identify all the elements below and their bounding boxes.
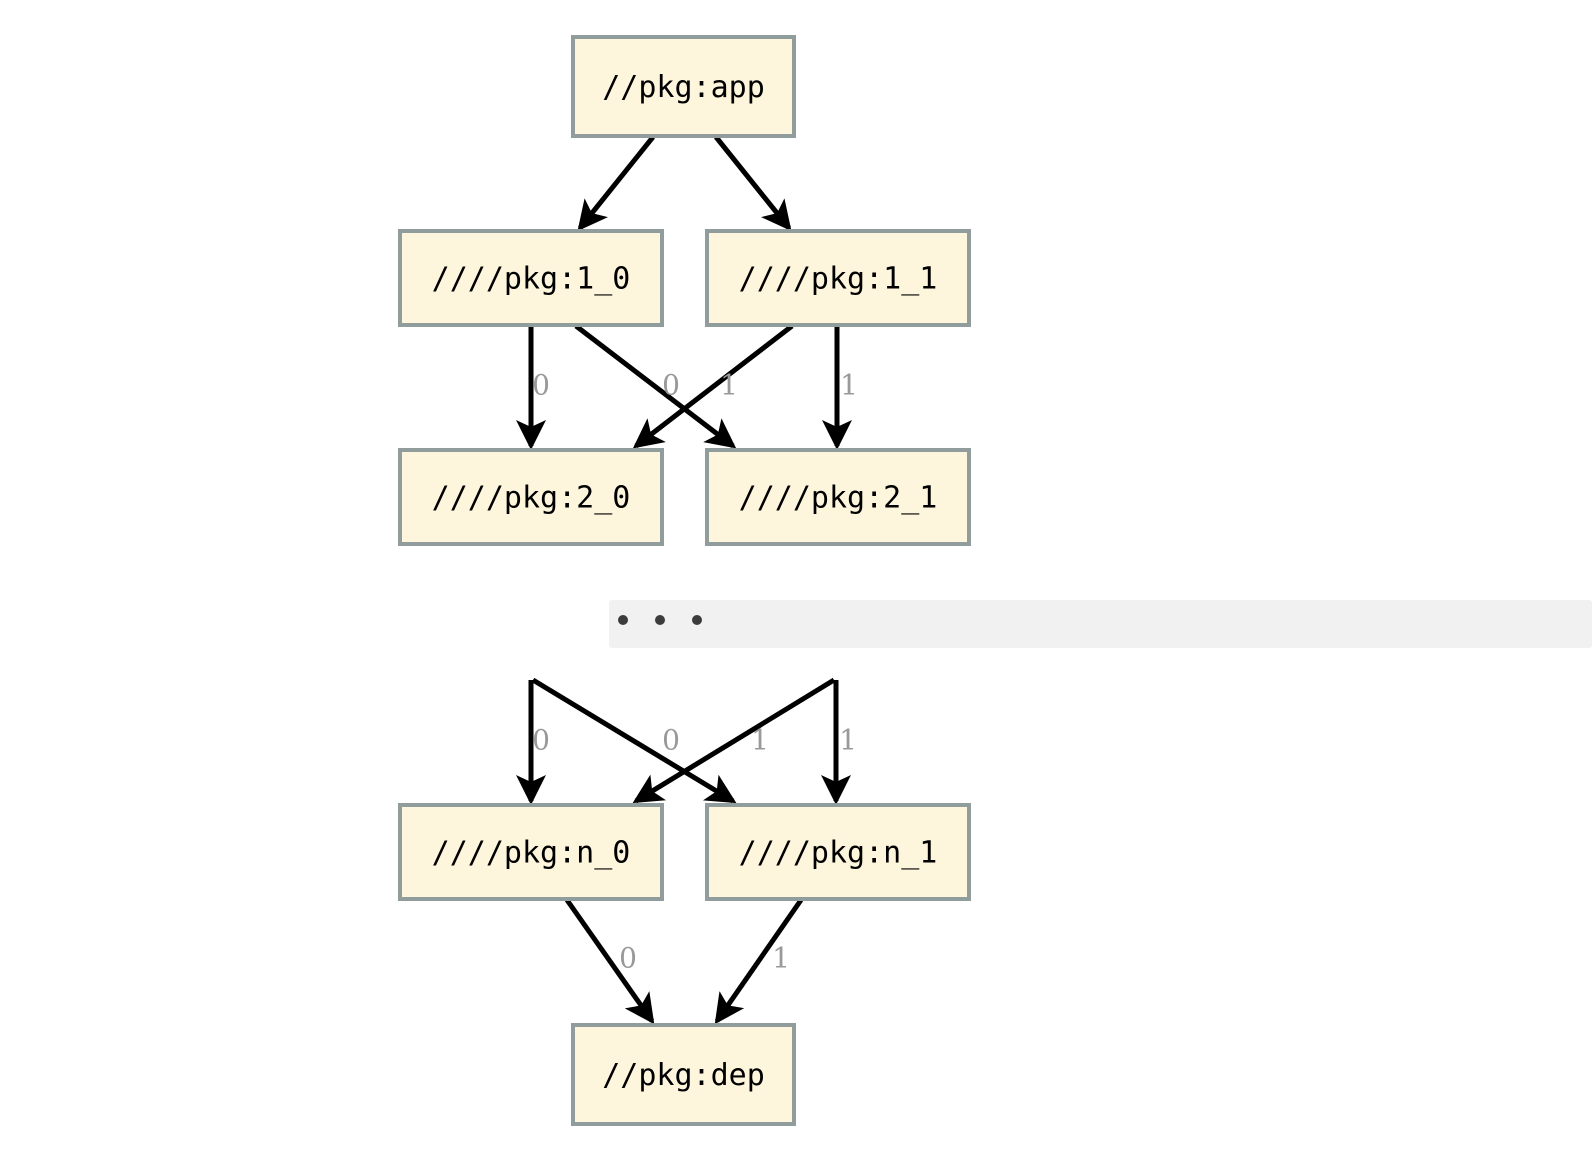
node-label: ////pkg:n_1 [739,836,938,871]
graph-node-n2_1[interactable]: ////pkg:2_1 [705,448,971,546]
ellipsis-separator [609,600,1592,648]
graph-edge [714,135,792,232]
ellipsis-dot [655,615,665,625]
edge-arrow [632,324,794,449]
graph-edge: 1 [822,326,858,451]
graph-edge: 0 [531,677,737,804]
node-box[interactable] [571,35,796,138]
ellipsis-dot [618,615,628,625]
ellipsis-dot [692,615,702,625]
edge-label: 1 [772,942,790,975]
edge-arrow [574,324,737,449]
node-box[interactable] [398,229,664,327]
edge-arrow [714,898,804,1025]
graph-node-n1_0[interactable]: ////pkg:1_0 [398,229,664,327]
node-box[interactable] [705,803,971,901]
edge-label: 0 [662,369,680,402]
node-box[interactable] [398,448,664,546]
edge-arrow [531,677,737,804]
node-label: ////pkg:1_1 [739,262,938,297]
edge-label: 1 [839,724,857,757]
edge-arrow [564,898,655,1025]
graph-edge [577,135,655,232]
graph-node-n2_0[interactable]: ////pkg:2_0 [398,448,664,546]
node-label: //pkg:app [602,70,765,105]
edge-arrow [632,677,836,804]
graph-edge: 1 [632,677,836,804]
edge-label: 1 [720,369,738,402]
ellipsis-band [609,600,1592,648]
edge-layer: 0 0 1 1 0 0 1 1 0 1 [516,135,858,1025]
graph-node-n1_1[interactable]: ////pkg:1_1 [705,229,971,327]
graph-edge: 1 [821,680,857,806]
edge-label: 0 [619,942,637,975]
edge-arrow [577,135,655,232]
graph-node-nn_0[interactable]: ////pkg:n_0 [398,803,664,901]
node-label: ////pkg:1_0 [432,262,631,297]
node-label: ////pkg:n_0 [432,836,631,871]
edge-label: 0 [532,724,550,757]
graph-node-app[interactable]: //pkg:app [571,35,796,138]
node-label: //pkg:dep [602,1058,765,1093]
edge-label: 0 [662,724,680,757]
node-box[interactable] [705,229,971,327]
edge-arrow [714,135,792,232]
node-label: ////pkg:2_0 [432,481,631,516]
edge-label: 0 [532,369,550,402]
node-box[interactable] [705,448,971,546]
edge-label: 1 [751,724,769,757]
graph-edge: 0 [574,324,737,449]
graph-node-nn_1[interactable]: ////pkg:n_1 [705,803,971,901]
graph-edge: 0 [516,326,550,451]
edge-label: 1 [840,369,858,402]
node-box[interactable] [571,1023,796,1126]
node-layer: //pkg:app ////pkg:1_0 ////pkg:1_1 ////pkg:2… [398,35,971,1126]
node-box[interactable] [398,803,664,901]
graph-edge: 1 [714,898,804,1025]
node-label: ////pkg:2_1 [739,481,938,516]
graph-edge: 0 [516,680,550,806]
graph-node-dep[interactable]: //pkg:dep [571,1023,796,1126]
graph-edge: 1 [632,324,794,449]
graph-edge: 0 [564,898,655,1025]
